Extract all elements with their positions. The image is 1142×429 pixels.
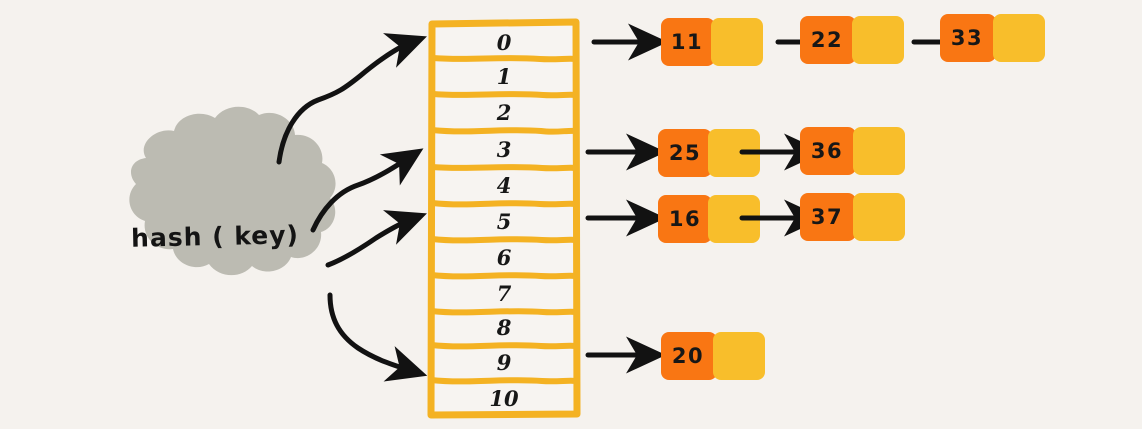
row-divider-9-10 — [428, 377, 579, 385]
node-pointer-cell — [708, 195, 760, 243]
node-pointer-cell — [853, 127, 905, 175]
node-value-25: 25 — [668, 141, 702, 165]
hash-arrows — [276, 33, 428, 382]
bucket-index-9: 9 — [496, 350, 512, 375]
node-pointer-cell — [708, 129, 760, 177]
bucket-index-4: 4 — [496, 173, 512, 198]
node-pointer-cell — [852, 16, 904, 64]
bucket-index-2: 2 — [496, 100, 512, 125]
node-value-36: 36 — [810, 139, 844, 163]
row-divider-2-3 — [429, 127, 579, 135]
node-value-37: 37 — [810, 205, 844, 229]
node-value-22: 22 — [810, 28, 844, 52]
row-divider-0-1 — [430, 55, 579, 63]
bucket-index-10: 10 — [489, 386, 519, 411]
hash-arrow-to-bucket-9 — [327, 292, 428, 382]
node-pointer-cell — [713, 332, 765, 380]
row-divider-7-8 — [428, 308, 579, 316]
node-value-20: 20 — [671, 344, 705, 368]
bucket-index-0: 0 — [496, 30, 512, 55]
hash-function-label: hash ( key) — [130, 220, 300, 253]
row-divider-1-2 — [430, 91, 579, 99]
bucket-index-6: 6 — [496, 245, 512, 270]
bucket-link-arrows — [585, 23, 669, 374]
row-divider-5-6 — [429, 236, 579, 244]
hash-arrow-to-bucket-0 — [276, 33, 427, 165]
node-pointer-cell — [993, 14, 1045, 62]
bucket-index-7: 7 — [496, 281, 512, 306]
hash-arrow-to-bucket-5 — [325, 210, 427, 268]
bucket-index-8: 8 — [496, 315, 512, 340]
bucket-index-5: 5 — [496, 209, 512, 234]
row-divider-3-4 — [429, 164, 579, 172]
row-divider-4-5 — [429, 200, 579, 208]
row-divider-8-9 — [428, 342, 579, 350]
bucket-index-1: 1 — [496, 64, 512, 89]
node-pointer-cell — [853, 193, 905, 241]
row-divider-6-7 — [428, 272, 579, 280]
node-value-11: 11 — [670, 30, 704, 54]
bucket-index-3: 3 — [496, 137, 512, 162]
node-value-16: 16 — [668, 207, 702, 231]
node-value-33: 33 — [950, 26, 984, 50]
node-pointer-cell — [711, 18, 763, 66]
